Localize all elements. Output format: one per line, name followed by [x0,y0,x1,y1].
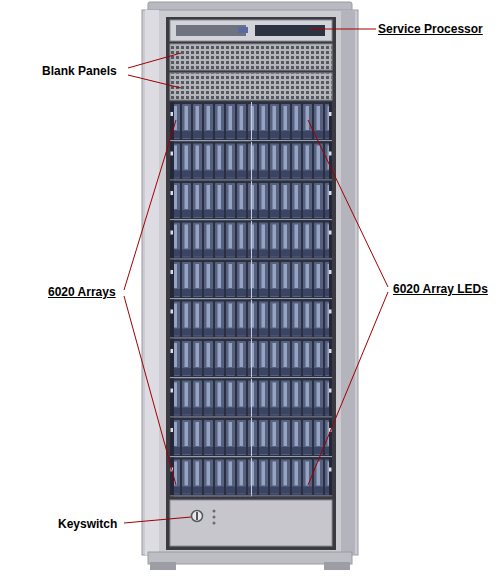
blank-panel [170,44,332,70]
service-processor [170,20,332,41]
leader-line [128,75,181,88]
key-slot [196,512,198,520]
rack-side-shadow [341,10,355,555]
callout-label: 6020 Arrays [48,285,116,299]
disk-array [170,339,332,378]
disk-array [170,142,332,181]
rack-foot [150,562,176,570]
rack-base [148,552,352,564]
disk-array [170,221,332,260]
leader-line [308,292,388,485]
disk-array [170,418,332,457]
disk-array [170,181,332,220]
disk-array [170,102,332,141]
keyswitch [192,511,203,522]
disk-array [170,260,332,299]
callout-label: Service Processor [378,22,483,36]
status-led [213,510,216,513]
service-processor-bezel [255,25,325,36]
rack-frame [142,10,358,555]
rack-opening [166,17,336,550]
blank-panel [170,73,332,100]
leader-line [124,120,176,290]
leader-line [124,517,191,523]
disk-array [170,300,332,339]
callout-label: Keyswitch [58,517,117,531]
callout-label: Blank Panels [42,64,117,78]
callout-label: 6020 Array LEDs [393,282,488,296]
disk-array [170,458,332,497]
leader-line [128,53,181,68]
leader-line [308,120,388,287]
status-led [213,516,216,519]
status-led [213,522,216,525]
leader-line [124,296,176,485]
rack-foot [324,562,350,570]
leader-line [310,29,376,30]
keyswitch-panel [170,500,332,546]
disk-array [170,379,332,418]
vendor-logo [238,27,248,33]
service-processor-bezel [176,25,246,36]
rack-side-highlight [145,10,159,555]
